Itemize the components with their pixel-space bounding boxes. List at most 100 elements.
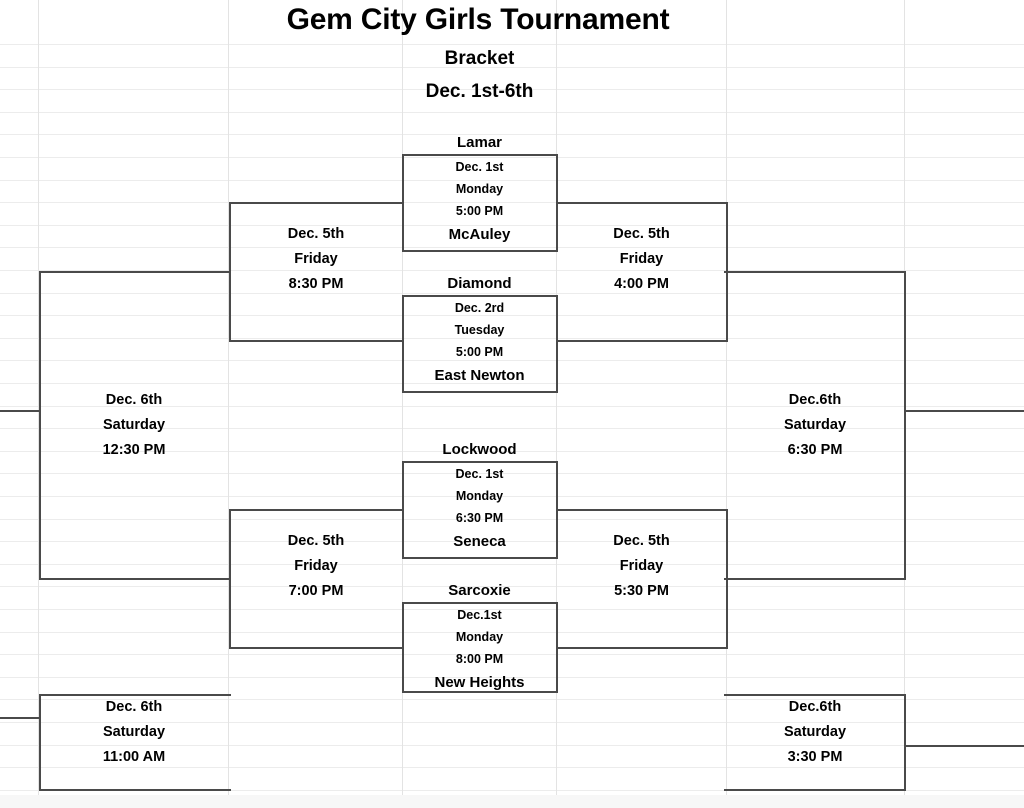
- r1-m3-time: 6:30 PM: [455, 511, 504, 525]
- sf4-day: Friday: [619, 558, 664, 574]
- grid-col-line: [556, 0, 557, 795]
- sf4-time: 5:30 PM: [614, 583, 669, 599]
- grid-row-line: [0, 609, 1024, 610]
- r1-m3-top: [402, 461, 558, 463]
- grid-row-line: [0, 699, 1024, 700]
- sf4-top: [556, 509, 728, 511]
- f3-date: Dec. 6th: [105, 699, 163, 715]
- f4-out-stub: [904, 745, 1024, 747]
- f2-bottom: [724, 578, 906, 580]
- sf2-day: Friday: [619, 251, 664, 267]
- r1-m4-date: Dec.1st: [457, 608, 502, 622]
- r1-m4-day: Monday: [455, 630, 504, 644]
- team-mcauley: McAuley: [448, 226, 511, 243]
- grid-row-line: [0, 67, 1024, 68]
- grid-row-line: [0, 428, 1024, 429]
- f3-bottom: [39, 789, 231, 791]
- f1-time: 12:30 PM: [102, 442, 166, 458]
- grid-row-line: [0, 44, 1024, 45]
- team-lamar: Lamar: [456, 134, 503, 151]
- sf1-date: Dec. 5th: [287, 226, 345, 242]
- sf4-date: Dec. 5th: [613, 533, 670, 549]
- bracket-date-range: Dec. 1st-6th: [425, 81, 534, 102]
- sf1-time: 8:30 PM: [288, 276, 344, 292]
- grid-row-line: [0, 383, 1024, 384]
- f4-date: Dec.6th: [788, 699, 842, 715]
- bracket-subtitle: Bracket: [444, 48, 515, 69]
- sf2-top: [556, 202, 728, 204]
- sf3-bottom: [229, 647, 404, 649]
- f2-top: [724, 271, 906, 273]
- f1-top: [39, 271, 231, 273]
- grid-row-line: [0, 677, 1024, 678]
- sf1-bottom: [229, 340, 404, 342]
- sf1-top: [229, 202, 404, 204]
- f3-day: Saturday: [102, 724, 166, 740]
- r1-m2-left: [402, 295, 404, 393]
- f1-day: Saturday: [102, 417, 166, 433]
- grid-col-line: [38, 0, 39, 795]
- sf3-date: Dec. 5th: [287, 533, 345, 549]
- grid-row-line: [0, 315, 1024, 316]
- r1-m3-day: Monday: [455, 489, 504, 503]
- sf2-date: Dec. 5th: [613, 226, 670, 242]
- f3-top: [39, 694, 231, 696]
- grid-row-line: [0, 767, 1024, 768]
- grid-row-line: [0, 632, 1024, 633]
- f1-bottom: [39, 578, 231, 580]
- grid-row-line: [0, 519, 1024, 520]
- f1-out-stub: [0, 410, 41, 412]
- grid-row-line: [0, 790, 1024, 791]
- r1-m2-date: Dec. 2rd: [454, 301, 505, 315]
- r1-m1-top: [402, 154, 558, 156]
- r1-m4-top: [402, 602, 558, 604]
- f3-left: [39, 694, 41, 791]
- sf3-day: Friday: [294, 558, 338, 574]
- r1-m2-right: [556, 295, 558, 393]
- r1-m2-time: 5:00 PM: [455, 345, 504, 359]
- grid-row-line: [0, 180, 1024, 181]
- r1-m2-top: [402, 295, 558, 297]
- f3-out-stub: [0, 717, 41, 719]
- grid-row-line: [0, 134, 1024, 135]
- grid-col-line: [726, 0, 727, 795]
- r1-m1-bottom: [402, 250, 558, 252]
- team-diamond: Diamond: [447, 275, 512, 292]
- r1-m4-time: 8:00 PM: [455, 652, 504, 666]
- f2-day: Saturday: [783, 417, 847, 433]
- grid-row-line: [0, 270, 1024, 271]
- f2-time: 6:30 PM: [787, 442, 843, 458]
- grid-row-line: [0, 451, 1024, 452]
- sf3-top: [229, 509, 404, 511]
- grid-row-line: [0, 722, 1024, 723]
- team-sarcoxie: Sarcoxie: [448, 582, 511, 599]
- f4-day: Saturday: [783, 724, 847, 740]
- grid-row-line: [0, 654, 1024, 655]
- f2-out-stub: [904, 410, 1024, 412]
- grid-row-line: [0, 745, 1024, 746]
- page-title: Gem City Girls Tournament: [286, 3, 670, 36]
- grid-row-line: [0, 360, 1024, 361]
- f4-right: [904, 694, 906, 791]
- grid-row-line: [0, 541, 1024, 542]
- r1-m3-date: Dec. 1st: [455, 467, 504, 481]
- f3-time: 11:00 AM: [102, 749, 166, 765]
- team-seneca: Seneca: [453, 533, 506, 550]
- sf1-day: Friday: [294, 251, 338, 267]
- grid-row-line: [0, 564, 1024, 565]
- grid-row-line: [0, 247, 1024, 248]
- f2-date: Dec.6th: [788, 392, 842, 408]
- grid-row-line: [0, 89, 1024, 90]
- team-east-newton: East Newton: [434, 367, 525, 384]
- team-new-heights: New Heights: [434, 674, 525, 691]
- r1-m3-bottom: [402, 557, 558, 559]
- grid-row-line: [0, 157, 1024, 158]
- f4-bottom: [724, 789, 906, 791]
- r1-m2-day: Tuesday: [454, 323, 505, 337]
- grid-col-line: [402, 0, 403, 795]
- team-lockwood: Lockwood: [442, 441, 517, 458]
- grid-row-line: [0, 586, 1024, 587]
- f4-time: 3:30 PM: [787, 749, 843, 765]
